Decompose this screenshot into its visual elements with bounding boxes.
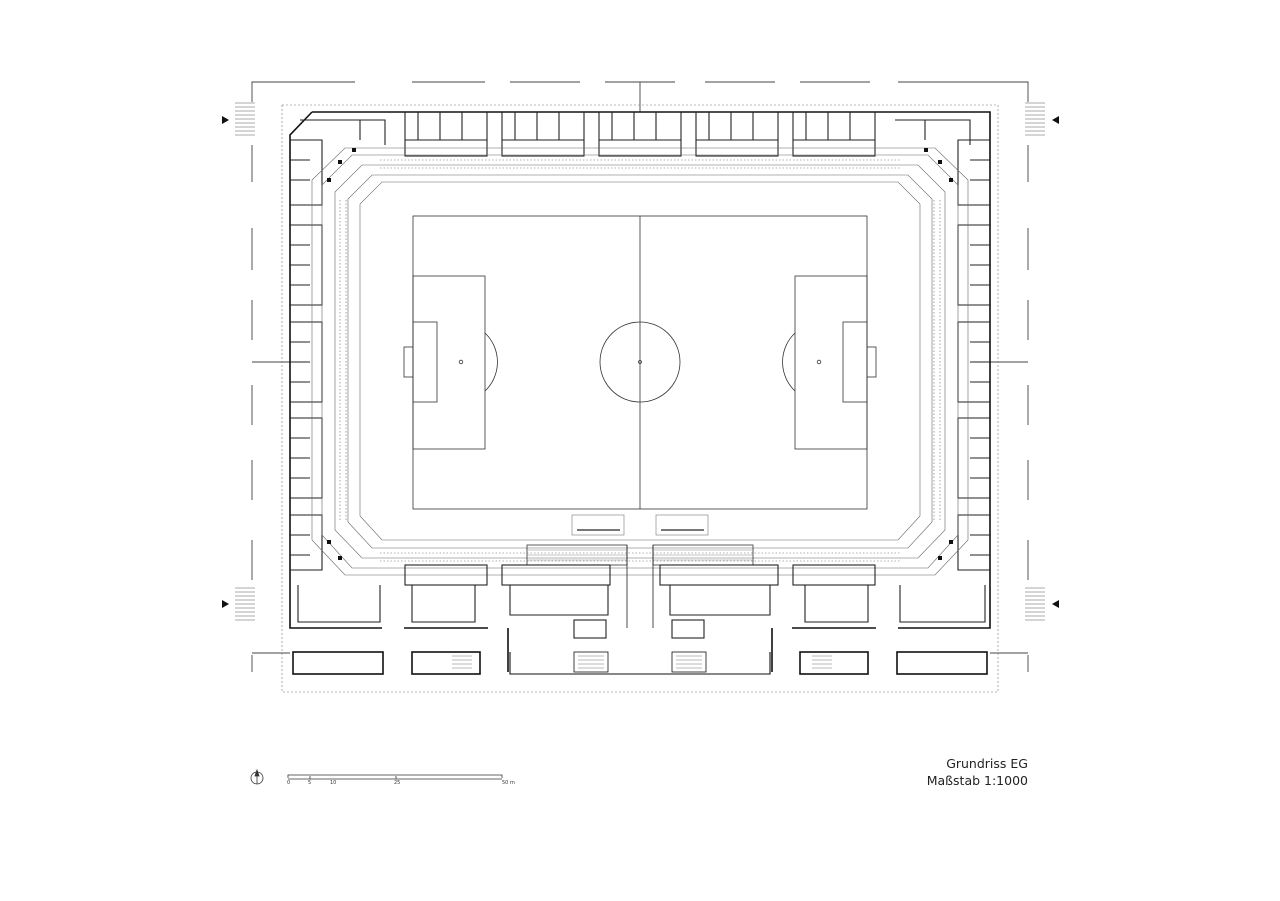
football-pitch	[403, 215, 877, 510]
team-benches	[571, 514, 709, 536]
drawing-scale: Maßstab 1:1000	[926, 773, 1028, 788]
scale-tick-10: 10	[330, 780, 336, 786]
scale-bar	[287, 774, 503, 780]
scale-tick-50: 50 m	[502, 780, 515, 786]
lower-wing-rooms	[297, 585, 986, 639]
north-arrow-icon	[250, 768, 264, 785]
drawing-title-block: Grundriss EG Maßstab 1:1000	[927, 755, 1028, 789]
structural-columns	[327, 148, 953, 560]
drawing-title: Grundriss EG	[946, 756, 1028, 771]
top-facade-units	[300, 111, 971, 157]
scale-tick-5: 5	[308, 780, 311, 786]
entrance-stairs	[235, 102, 1045, 621]
scale-tick-25: 25	[394, 780, 400, 786]
annex-buildings	[292, 651, 988, 675]
site-boundary	[251, 81, 1029, 672]
scale-tick-0: 0	[287, 780, 290, 786]
main-stand	[404, 544, 876, 628]
entrance-arrow-icon	[222, 116, 1059, 608]
property-line	[281, 104, 999, 693]
seating-ring	[311, 147, 969, 576]
